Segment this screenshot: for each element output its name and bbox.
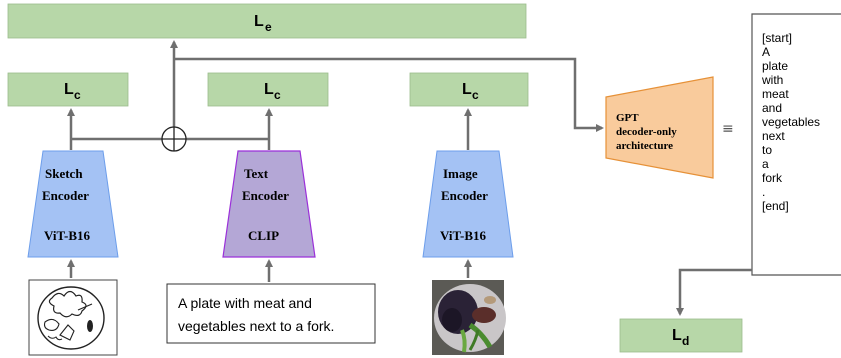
loss-sketch-sub: c (74, 88, 81, 102)
loss-box-image: L c (409, 72, 529, 107)
loss-text-sub: c (274, 88, 281, 102)
output-token-8: to (762, 143, 772, 157)
loss-image-sub: c (472, 88, 479, 102)
loss-image-main: L (462, 81, 472, 98)
caption-line2: vegetables next to a fork. (178, 318, 334, 334)
text-encoder: Text Encoder CLIP (222, 150, 316, 258)
loss-top-main: L (254, 13, 264, 30)
output-token-6: vegetables (762, 115, 820, 129)
text-encoder-line1: Text (244, 166, 269, 181)
output-token-1: A (762, 45, 770, 59)
output-token-5: and (762, 101, 782, 115)
gpt-decoder: GPT decoder-only architecture (605, 76, 714, 179)
image-encoder: Image Encoder ViT-B16 (422, 150, 514, 258)
output-token-9: a (762, 157, 769, 171)
output-token-start: [start] (762, 31, 792, 45)
connectors (67, 40, 752, 316)
loss-box-text: L c (207, 72, 329, 107)
output-token-10: fork (762, 171, 783, 185)
output-token-2: plate (762, 59, 788, 73)
loss-box-sketch: L c (7, 72, 129, 107)
caption-input-box: A plate with meat and vegetables next to… (166, 283, 376, 344)
loss-box-decoder: L d (619, 318, 743, 353)
output-token-11: . (762, 185, 765, 199)
output-token-3: with (761, 73, 783, 87)
loss-decoder-main: L (672, 327, 682, 344)
sum-node-icon (161, 126, 187, 152)
image-encoder-line2: Encoder (441, 188, 488, 203)
output-token-7: next (762, 129, 785, 143)
text-encoder-model: CLIP (248, 228, 279, 243)
equivalence-icon: ≡ (722, 121, 734, 137)
loss-box-top: L e (7, 3, 527, 39)
gpt-line3: architecture (616, 140, 673, 152)
caption-line1: A plate with meat and (178, 295, 312, 311)
output-token-4: meat (762, 87, 789, 101)
loss-text-main: L (264, 81, 274, 98)
arrow-to-gpt (174, 57, 604, 132)
loss-decoder-sub: d (682, 334, 689, 348)
sketch-encoder-model: ViT-B16 (44, 228, 90, 243)
gpt-line2: decoder-only (616, 126, 677, 138)
output-text-box: [start] A plate with meat and vegetables… (751, 13, 841, 276)
sketch-encoder-line1: Sketch (45, 166, 83, 181)
loss-top-sub: e (265, 20, 272, 34)
loss-sketch-main: L (64, 81, 74, 98)
output-token-end: [end] (762, 199, 789, 213)
text-encoder-line2: Encoder (242, 188, 289, 203)
arrow-output-to-loss (676, 268, 752, 316)
sketch-encoder: Sketch Encoder ViT-B16 (27, 150, 119, 258)
sketch-input-image (28, 279, 118, 356)
sketch-encoder-line2: Encoder (42, 188, 89, 203)
food-photo (432, 280, 506, 355)
image-encoder-model: ViT-B16 (440, 228, 486, 243)
image-encoder-line1: Image (443, 166, 478, 181)
gpt-line1: GPT (616, 112, 639, 124)
